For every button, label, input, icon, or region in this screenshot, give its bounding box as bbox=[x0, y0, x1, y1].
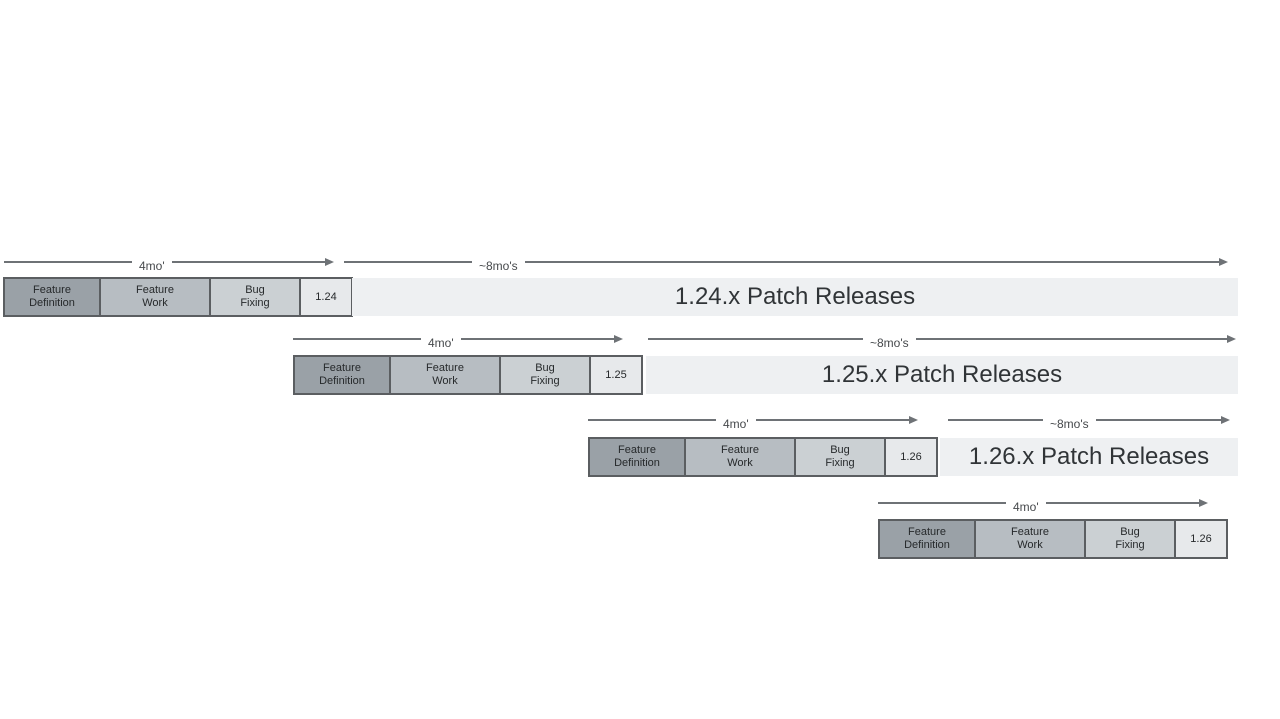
patch-releases-label: 1.26.x Patch Releases bbox=[968, 443, 1210, 470]
dev-cycle-duration-label: 4mo' bbox=[428, 336, 454, 350]
arrowhead-icon bbox=[1199, 499, 1208, 507]
arrow-line bbox=[524, 261, 1220, 263]
dev-cycle-arrow: 4mo' bbox=[4, 254, 334, 273]
patch-releases-label: 1.25.x Patch Releases bbox=[821, 361, 1063, 388]
arrowhead-icon bbox=[1219, 258, 1228, 266]
dev-cycle-arrow: 4mo' bbox=[293, 331, 623, 350]
dev-cycle-duration-label: 4mo' bbox=[1013, 500, 1039, 514]
version-box: 1.24 bbox=[301, 277, 353, 317]
phase-label: Feature Work bbox=[426, 362, 464, 387]
phase-label: Feature Work bbox=[721, 444, 759, 469]
phase-label: Feature Definition bbox=[319, 362, 365, 387]
version-label: 1.24 bbox=[315, 290, 337, 303]
dev-cycle-arrow: 4mo' bbox=[878, 495, 1208, 514]
patch-releases-bar: 1.26.x Patch Releases bbox=[940, 438, 1238, 476]
arrow-line bbox=[4, 261, 132, 263]
patch-duration-arrow: ~8mo's bbox=[648, 331, 1236, 350]
phase-box-feature-definition: Feature Definition bbox=[878, 519, 976, 559]
dev-cycle-duration-label: 4mo' bbox=[139, 259, 165, 273]
patch-releases-bar: 1.25.x Patch Releases bbox=[646, 356, 1238, 394]
phase-box-bug-fixing: Bug Fixing bbox=[501, 355, 591, 395]
patch-duration-arrow: ~8mo's bbox=[948, 412, 1230, 431]
arrow-line bbox=[915, 338, 1228, 340]
phase-label: Feature Work bbox=[136, 284, 174, 309]
arrow-line bbox=[588, 419, 716, 421]
dev-cycle-arrow: 4mo' bbox=[588, 412, 918, 431]
phase-box-bug-fixing: Bug Fixing bbox=[796, 437, 886, 477]
arrow-line bbox=[878, 502, 1006, 504]
version-label: 1.25 bbox=[605, 368, 627, 381]
patch-duration-label: ~8mo's bbox=[479, 259, 518, 273]
phase-label: Bug Fixing bbox=[530, 362, 560, 387]
phase-box-feature-work: Feature Work bbox=[101, 277, 211, 317]
release-cycle-block: Feature Definition Feature Work Bug Fixi… bbox=[293, 355, 643, 395]
arrow-line bbox=[293, 338, 421, 340]
version-box: 1.26 bbox=[1176, 519, 1228, 559]
phase-label: Feature Definition bbox=[29, 284, 75, 309]
version-label: 1.26 bbox=[900, 450, 922, 463]
phase-box-feature-work: Feature Work bbox=[391, 355, 501, 395]
version-label: 1.26 bbox=[1190, 532, 1212, 545]
phase-box-feature-definition: Feature Definition bbox=[3, 277, 101, 317]
patch-duration-label: ~8mo's bbox=[1050, 417, 1089, 431]
arrowhead-icon bbox=[1227, 335, 1236, 343]
phase-box-bug-fixing: Bug Fixing bbox=[1086, 519, 1176, 559]
phase-label: Bug Fixing bbox=[825, 444, 855, 469]
arrow-line bbox=[648, 338, 863, 340]
arrowhead-icon bbox=[614, 335, 623, 343]
arrowhead-icon bbox=[909, 416, 918, 424]
phase-label: Bug Fixing bbox=[240, 284, 270, 309]
phase-box-feature-definition: Feature Definition bbox=[293, 355, 391, 395]
phase-box-bug-fixing: Bug Fixing bbox=[211, 277, 301, 317]
phase-label: Bug Fixing bbox=[1115, 526, 1145, 551]
phase-box-feature-definition: Feature Definition bbox=[588, 437, 686, 477]
phase-label: Feature Definition bbox=[904, 526, 950, 551]
phase-label: Feature Definition bbox=[614, 444, 660, 469]
phase-label: Feature Work bbox=[1011, 526, 1049, 551]
patch-duration-label: ~8mo's bbox=[870, 336, 909, 350]
dev-cycle-duration-label: 4mo' bbox=[723, 417, 749, 431]
phase-box-feature-work: Feature Work bbox=[976, 519, 1086, 559]
version-box: 1.25 bbox=[591, 355, 643, 395]
phase-box-feature-work: Feature Work bbox=[686, 437, 796, 477]
release-cycle-block: Feature Definition Feature Work Bug Fixi… bbox=[588, 437, 938, 477]
arrowhead-icon bbox=[1221, 416, 1230, 424]
arrow-line bbox=[948, 419, 1043, 421]
arrow-line bbox=[1045, 502, 1200, 504]
arrow-line bbox=[1095, 419, 1222, 421]
version-box: 1.26 bbox=[886, 437, 938, 477]
arrow-line bbox=[171, 261, 326, 263]
arrow-line bbox=[460, 338, 615, 340]
arrow-line bbox=[344, 261, 472, 263]
patch-releases-bar: 1.24.x Patch Releases bbox=[352, 278, 1238, 316]
release-cycle-block: Feature Definition Feature Work Bug Fixi… bbox=[3, 277, 353, 317]
patch-releases-label: 1.24.x Patch Releases bbox=[674, 283, 916, 310]
arrowhead-icon bbox=[325, 258, 334, 266]
arrow-line bbox=[755, 419, 910, 421]
patch-duration-arrow: ~8mo's bbox=[344, 254, 1228, 273]
release-cycle-block: Feature Definition Feature Work Bug Fixi… bbox=[878, 519, 1228, 559]
